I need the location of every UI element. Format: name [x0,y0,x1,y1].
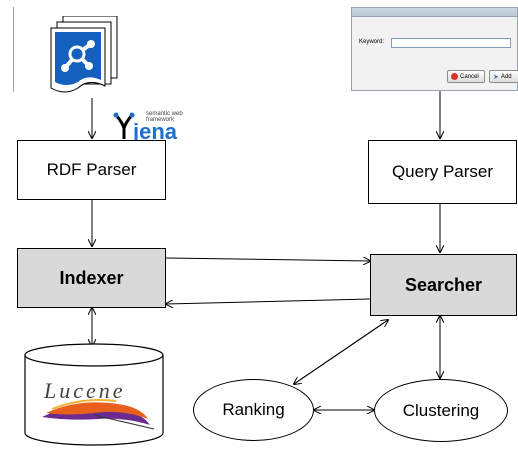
edge-searcher-to-indexer [166,298,371,304]
keyword-input[interactable] [391,38,511,48]
cancel-icon [451,73,458,80]
rdf-document-icon [50,16,118,93]
clustering-node: Clustering [374,379,508,442]
jena-logo-icon [113,112,135,139]
jena-tagline: semantic web framework [146,111,183,123]
query-parser-box: Query Parser [368,140,517,204]
lucene-wordmark: Lucene [44,378,126,403]
add-icon: ➤ [493,73,499,81]
edge-indexer-to-searcher [165,258,370,261]
cancel-label: Cancel [460,73,479,80]
cancel-button[interactable]: Cancel [447,70,485,83]
searcher-box: Searcher [370,254,517,316]
keyword-label: Keyword: [359,39,385,45]
lucene-database-icon [24,343,164,446]
add-button[interactable]: ➤ Add [489,70,518,83]
add-label: Add [500,73,512,80]
ranking-node: Ranking [193,379,314,441]
indexer-box: Indexer [17,248,166,308]
edge-ranking-to-searcher [293,320,388,385]
keyword-dialog: Keyword: Cancel ➤ Add [351,7,518,91]
jena-wordmark: jena [133,119,178,144]
screenshot-border-line [13,7,14,92]
rdf-parser-box: RDF Parser [17,140,166,200]
dialog-titlebar [352,8,517,17]
